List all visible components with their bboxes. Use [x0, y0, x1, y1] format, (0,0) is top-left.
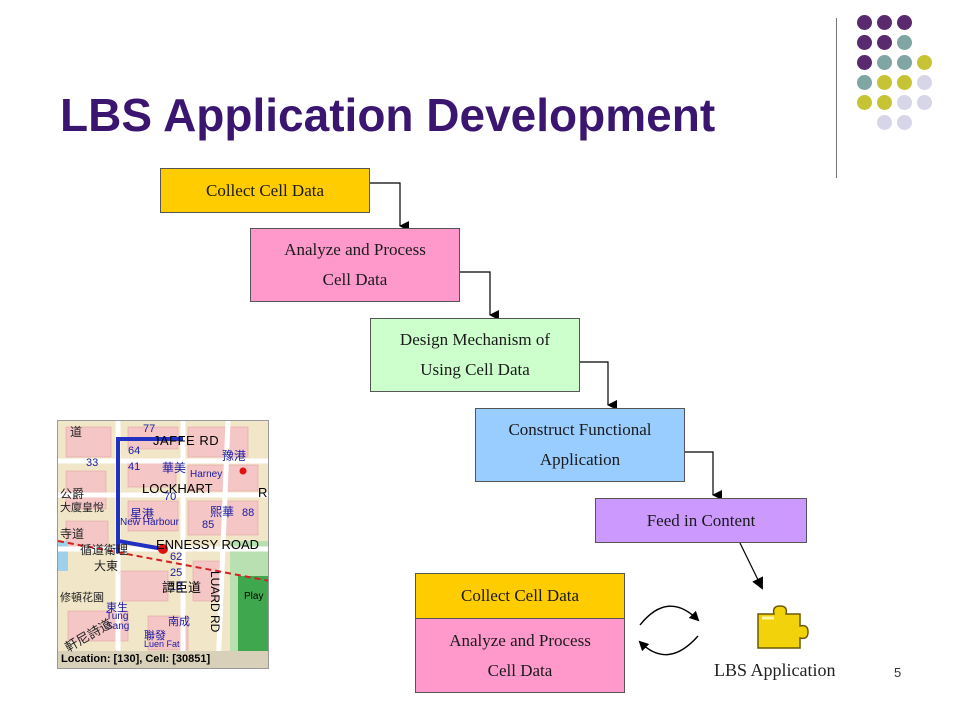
stack-label: Cell Data	[487, 660, 553, 680]
map-label: JAFFE RD	[153, 433, 220, 448]
map-label: 東生	[106, 602, 128, 614]
decorative-dot	[877, 115, 892, 130]
map-label: R	[258, 485, 268, 500]
map-label: Tung	[106, 611, 129, 622]
map-label: 寺道	[60, 527, 85, 541]
flow-step-label: Collect Cell Data	[205, 180, 325, 200]
map-label: Sang	[106, 621, 130, 632]
map-label: 70	[164, 491, 177, 503]
map-label: 聯發	[144, 630, 166, 642]
map-label: Play	[244, 591, 264, 602]
flow-step-construct: Construct Functional Application	[475, 408, 685, 482]
map-status-text: Location: [130], Cell: [30851]	[61, 653, 211, 665]
stack-label: Analyze and Process	[449, 630, 591, 650]
puzzle-icon	[757, 605, 809, 649]
decorative-dot-grid	[0, 0, 960, 200]
decorative-dot	[917, 75, 932, 90]
lbs-application-label: LBS Application	[714, 660, 836, 680]
stack-label: Collect Cell Data	[460, 586, 580, 605]
map-label: 62	[170, 551, 183, 563]
decorative-dot	[877, 55, 892, 70]
flow-step-feed: Feed in Content	[595, 498, 807, 543]
flow-step-label: Feed in Content	[646, 510, 756, 530]
connector-2	[460, 271, 499, 320]
decorative-dot	[917, 55, 932, 70]
map-label: 大東	[94, 559, 119, 573]
decorative-dot	[877, 75, 892, 90]
decorative-dot	[897, 95, 912, 110]
flow-step-collect: Collect Cell Data	[160, 168, 370, 213]
map-label: 譚臣道	[162, 580, 202, 595]
map-label: 88	[242, 507, 255, 519]
map-label: 25	[170, 567, 183, 579]
connector-3	[580, 361, 617, 410]
flow-step-analyze: Analyze and Process Cell Data	[250, 228, 460, 302]
map-drawing	[58, 421, 268, 668]
stack-collect-box: Collect Cell Data	[415, 573, 625, 619]
connector-1	[370, 182, 409, 231]
flow-step-label: Construct Functional	[508, 420, 652, 439]
decorative-dot	[857, 35, 872, 50]
decorative-dot	[877, 15, 892, 30]
map-label: 豫港	[222, 449, 247, 463]
map-label: Luen Fat	[144, 639, 180, 649]
map-label: 星港	[130, 507, 155, 521]
map-label: 41	[128, 461, 141, 473]
map-label: 道	[70, 425, 83, 439]
map-label: LUARD RD	[208, 571, 222, 633]
decorative-dot	[877, 95, 892, 110]
map-label: 華美	[162, 461, 187, 475]
map-label: 南成	[168, 616, 190, 628]
map-label: 熙華	[210, 505, 235, 519]
map-label: New Harbour	[120, 517, 179, 528]
map-label: Harney	[190, 469, 223, 480]
flow-step-design: Design Mechanism of Using Cell Data	[370, 318, 580, 392]
map-label: ENNESSY ROAD	[156, 537, 260, 552]
map-label: 大廈皇悅	[60, 502, 104, 514]
map-label: 64	[128, 445, 141, 457]
flow-step-label: Cell Data	[322, 270, 388, 289]
map-label: 33	[86, 457, 99, 469]
decorative-dot	[857, 95, 872, 110]
decorative-dot	[897, 15, 912, 30]
map-label: LOCKHART	[142, 481, 213, 496]
connector-4	[685, 451, 722, 500]
map-label: 公爵	[60, 487, 85, 501]
decorative-dot	[897, 115, 912, 130]
decorative-dot	[857, 15, 872, 30]
decorative-dot	[877, 35, 892, 50]
flow-step-label: Design Mechanism of	[399, 330, 551, 349]
map-label: 修頓花園	[60, 592, 104, 604]
flow-step-label: Analyze and Process	[284, 240, 426, 259]
decorative-dot	[917, 95, 932, 110]
map-label: 77	[143, 423, 156, 435]
map-screenshot: 77 JAFFE RD 道 64 33 41 華美 豫港 Harney LOCK…	[57, 420, 269, 669]
decorative-dot	[897, 35, 912, 50]
flow-step-label: Using Cell Data	[420, 360, 530, 379]
map-label: 18	[170, 581, 183, 593]
map-label: 循道衛理	[80, 543, 129, 557]
flow-step-label: Application	[539, 450, 621, 469]
decorative-dot	[897, 55, 912, 70]
connector-5	[739, 542, 763, 590]
map-label: 85	[202, 519, 215, 531]
page-number: 5	[894, 665, 902, 680]
slide-title: LBS Application Development	[60, 89, 716, 141]
decorative-dot	[857, 75, 872, 90]
title-divider	[836, 18, 837, 178]
stack-analyze-box: Analyze and Process Cell Data	[415, 618, 625, 693]
decorative-dot	[857, 55, 872, 70]
decorative-dot	[897, 75, 912, 90]
